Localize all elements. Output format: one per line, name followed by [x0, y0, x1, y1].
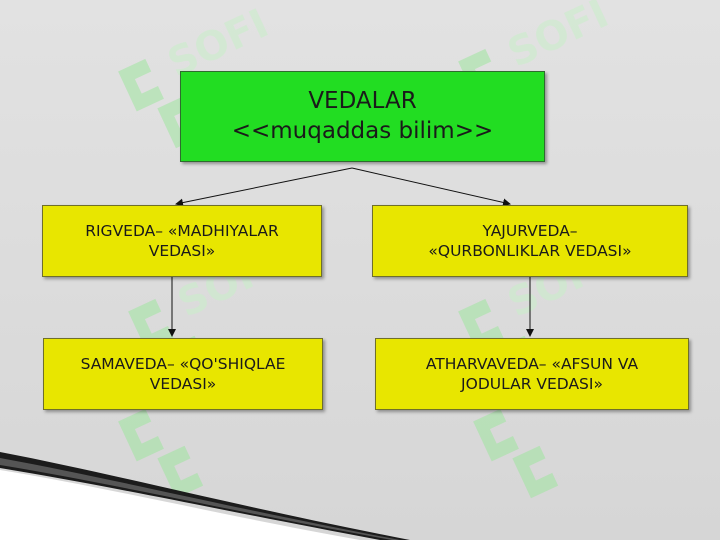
node-vedalar-subtitle: <<muqaddas bilim>>: [231, 117, 494, 144]
svg-text:SOFI: SOFI: [501, 0, 616, 77]
node-samaveda-line2: VEDASI»: [149, 375, 217, 393]
node-atharvaveda-line1: ATHARVAVEDA– «AFSUN VA: [425, 354, 639, 373]
arrow-root-to-rigveda: [175, 167, 353, 207]
node-rigveda-line2: VEDASI»: [148, 242, 216, 260]
node-samaveda-line1: SAMAVEDA– «QO'SHIQLAE: [80, 354, 286, 373]
node-vedalar: VEDALAR <<muqaddas bilim>>: [180, 71, 545, 162]
node-rigveda: RIGVEDA– «MADHIYALAR VEDASI»: [42, 205, 322, 277]
node-yajurveda-line2: «QURBONLIKLAR VEDASI»: [428, 242, 632, 260]
node-samaveda: SAMAVEDA– «QO'SHIQLAE VEDASI»: [43, 338, 323, 410]
node-atharvaveda-line2: JODULAR VEDASI»: [461, 375, 603, 393]
node-atharvaveda: ATHARVAVEDA– «AFSUN VA JODULAR VEDASI»: [375, 338, 689, 410]
node-yajurveda-line1: YAJURVEDA–: [482, 221, 578, 240]
node-rigveda-line1: RIGVEDA– «MADHIYALAR: [85, 221, 279, 240]
node-vedalar-title: VEDALAR: [308, 87, 417, 114]
node-yajurveda: YAJURVEDA– «QURBONLIKLAR VEDASI»: [372, 205, 688, 277]
arrow-root-to-yajurveda: [351, 167, 511, 207]
